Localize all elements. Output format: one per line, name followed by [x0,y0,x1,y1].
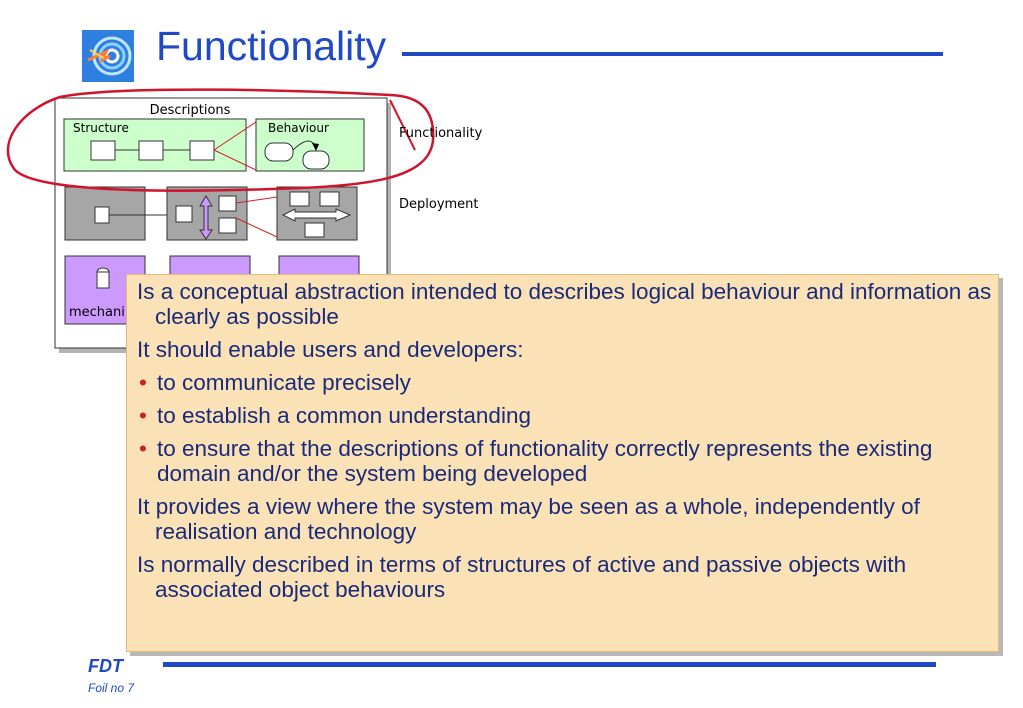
deployment-side-label: Deployment [399,197,479,212]
title-underline [402,52,943,56]
bullet-dot-icon: • [139,436,147,461]
state-node [302,150,330,170]
definition-callout: Is a conceptual abstraction intended to … [126,274,999,652]
bullet-text: to establish a common understanding [157,403,531,428]
paragraph: Is a conceptual abstraction intended to … [137,279,992,329]
bullet-item: • to communicate precisely [137,370,992,395]
target-swirl-logo-icon [82,30,134,82]
bullet-dot-icon: • [139,403,147,428]
paragraph: It should enable users and developers: [137,337,524,362]
functionality-side-label: Functionality [399,126,483,141]
structure-label: Structure [73,121,129,135]
structure-node [189,140,215,161]
bullet-dot-icon: • [139,370,147,395]
bullet-text: to communicate precisely [157,370,411,395]
slide-title: Functionality [156,23,387,69]
footer-rule [163,662,936,667]
bullet-item: • to ensure that the descriptions of func… [137,436,992,486]
structure-node [90,140,116,161]
paragraph: Is normally described in terms of struct… [137,552,907,602]
paragraph: It provides a view where the system may … [137,494,920,544]
state-node [264,142,294,162]
descriptions-label: Descriptions [150,103,231,118]
highlight-loop [6,88,435,192]
bullet-item: • to establish a common understanding [137,403,992,428]
footer-page-number: Foil no 7 [88,681,135,695]
behaviour-label: Behaviour [268,121,329,135]
structure-node [138,140,164,161]
footer-brand: FDT [88,656,123,676]
bullet-text: to ensure that the descriptions of funct… [157,436,933,486]
mechanism-partial-label: mechani [69,305,125,320]
